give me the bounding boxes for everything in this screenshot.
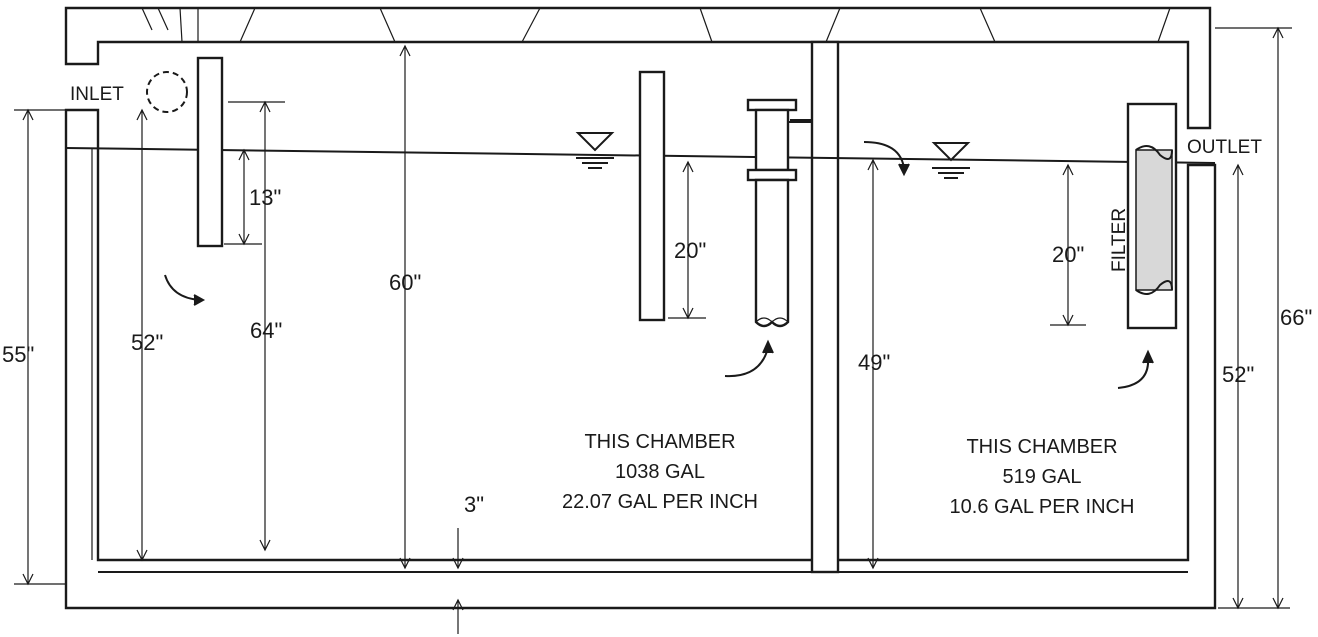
dim-49in: 49" — [858, 350, 890, 375]
outlet-label: OUTLET — [1187, 137, 1262, 158]
svg-text:22.07 GAL PER INCH: 22.07 GAL PER INCH — [562, 491, 758, 513]
dim-60in: 60" — [389, 270, 421, 295]
chamber1-caption: THIS CHAMBER 1038 GAL 22.07 GAL PER INCH — [562, 431, 758, 513]
flow-arrow-inlet — [164, 274, 206, 306]
dimension-lines — [14, 26, 1292, 634]
dim-66in: 66" — [1280, 305, 1312, 330]
svg-text:519 GAL: 519 GAL — [1003, 466, 1082, 488]
dim-13in: 13" — [249, 185, 281, 210]
tank-lid — [64, 6, 1212, 130]
dim-3in: 3" — [464, 492, 484, 517]
svg-text:10.6 GAL PER INCH: 10.6 GAL PER INCH — [950, 496, 1135, 518]
flow-arrow-tee — [724, 339, 774, 378]
inlet-baffle — [196, 56, 224, 248]
tank-outer-wall — [64, 108, 1217, 610]
transfer-tee-pipe — [746, 98, 812, 328]
water-level-symbol-2 — [931, 142, 971, 179]
water-level-symbol-1 — [575, 132, 615, 169]
flow-arrow-filter — [1117, 349, 1154, 389]
dim-52in-outlet: 52" — [1222, 362, 1254, 387]
svg-text:THIS CHAMBER: THIS CHAMBER — [966, 436, 1117, 458]
flow-arrow-partition — [863, 141, 910, 177]
inlet-label: INLET — [70, 84, 124, 105]
svg-text:1038 GAL: 1038 GAL — [615, 461, 705, 483]
effluent-filter — [1126, 102, 1178, 330]
chamber1-baffle — [638, 70, 666, 322]
chamber2-caption: THIS CHAMBER 519 GAL 10.6 GAL PER INCH — [950, 436, 1135, 518]
svg-text:THIS CHAMBER: THIS CHAMBER — [584, 431, 735, 453]
dim-55in: 55" — [2, 342, 34, 367]
dim-20in-chamber1: 20" — [674, 238, 706, 263]
filter-label: FILTER — [1109, 208, 1130, 272]
inlet-pipe-icon — [146, 71, 188, 113]
dim-64in: 64" — [250, 318, 282, 343]
partition-wall — [790, 40, 840, 574]
lid-hatching — [141, 7, 1171, 43]
dim-52in-inlet: 52" — [131, 330, 163, 355]
tank-shell — [64, 6, 1217, 610]
dim-20in-filter: 20" — [1052, 242, 1084, 267]
